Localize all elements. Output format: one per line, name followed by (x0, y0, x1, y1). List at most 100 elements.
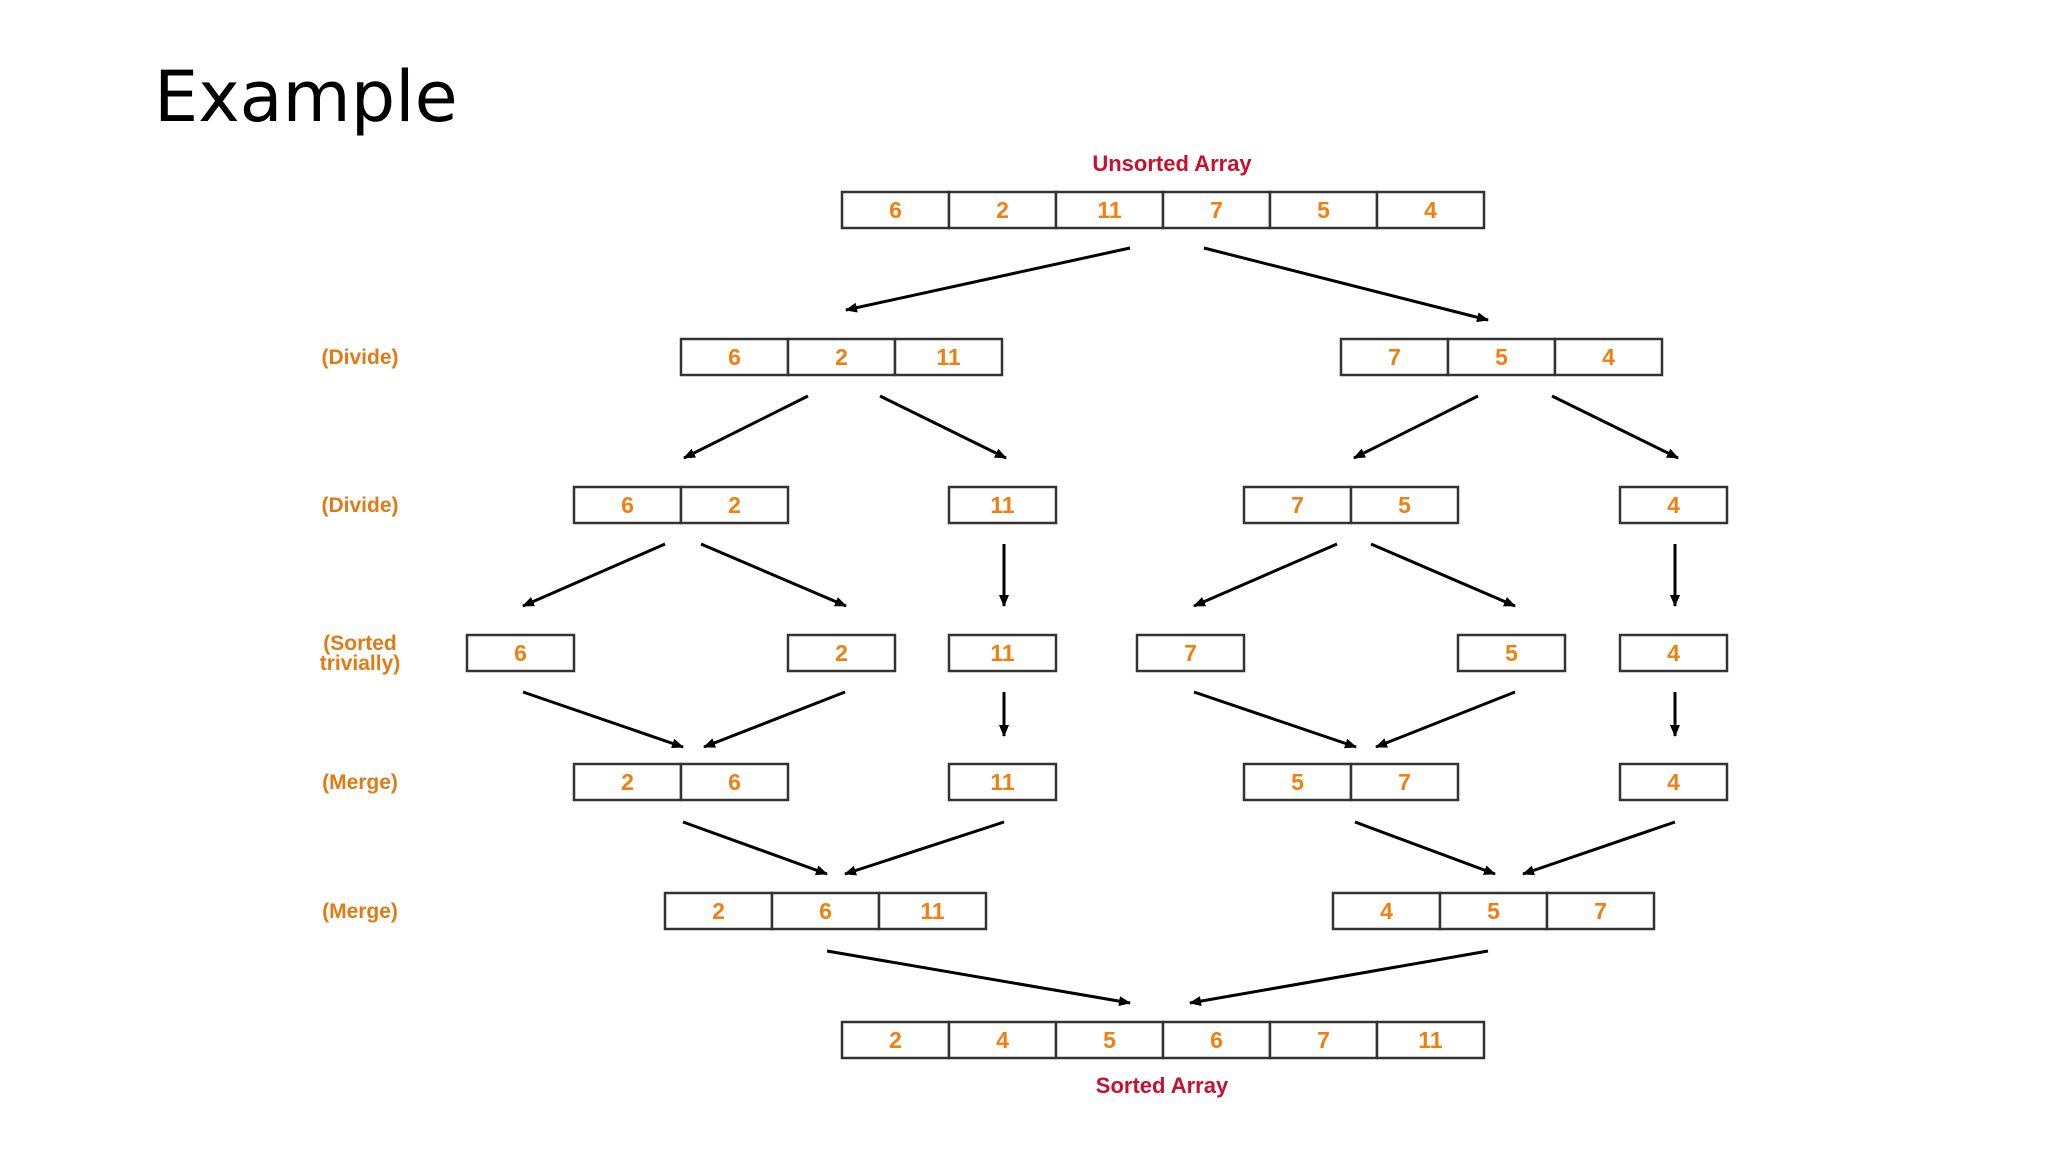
array-cell (1618, 633, 1729, 673)
array-cell-value: 11 (1097, 197, 1122, 223)
array-cell-value: 7 (1594, 898, 1607, 924)
step-label: (Merge) (322, 771, 398, 794)
array-cell-value: 2 (835, 344, 848, 370)
array-cell-value: 5 (1398, 492, 1411, 518)
array-cell-value: 6 (514, 640, 527, 666)
array-cell (1375, 190, 1486, 230)
array-cell-value: 11 (990, 769, 1015, 795)
array-cell-value: 2 (712, 898, 725, 924)
array-cell (679, 762, 790, 802)
array-cell-value: 4 (1667, 769, 1680, 795)
array-single-6: 6 (465, 633, 576, 673)
flow-arrow (1193, 690, 1357, 749)
array-cell-value: 2 (835, 640, 848, 666)
array-cell-value: 4 (1602, 344, 1615, 370)
array-cell-value: 11 (936, 344, 961, 370)
array-cell-value: 6 (728, 344, 741, 370)
array-cell-value: 4 (1424, 197, 1437, 223)
array-cell-value: 4 (1667, 640, 1680, 666)
array-cell-value: 7 (1388, 344, 1401, 370)
array-cell-value: 7 (1184, 640, 1197, 666)
array-cell (1268, 190, 1379, 230)
array-cell (1242, 762, 1353, 802)
array-cell (1545, 891, 1656, 931)
array-cell-value: 11 (920, 898, 945, 924)
flow-arrow (844, 820, 1005, 876)
array-cell-value: 5 (1495, 344, 1508, 370)
sorted-array-caption: Sorted Array (1096, 1073, 1229, 1098)
array-cell (1375, 1020, 1486, 1060)
array-cell-value: 6 (621, 492, 634, 518)
array-cell (1618, 485, 1729, 525)
array-cell (1349, 485, 1460, 525)
array-single-2: 2 (786, 633, 897, 673)
array-cell-value: 2 (728, 492, 741, 518)
step-label: (Divide) (321, 346, 398, 369)
flow-arrow (1353, 394, 1479, 460)
array-cell (786, 337, 897, 377)
array-cell-value: 6 (1210, 1027, 1223, 1053)
array-cell-value: 2 (621, 769, 634, 795)
array-single-5: 5 (1456, 633, 1567, 673)
array-cell-value: 6 (889, 197, 902, 223)
slide-title: Example (154, 56, 458, 138)
array-cell (1446, 337, 1557, 377)
step-label: (Divide) (321, 494, 398, 517)
array-cell-value: 6 (728, 769, 741, 795)
array-cell (1553, 337, 1664, 377)
array-merge1-b: 11 (947, 762, 1058, 802)
flow-arrow (703, 690, 846, 749)
array-cell (1456, 633, 1567, 673)
flow-arrow (1354, 820, 1496, 876)
array-divide1-right: 7 5 4 (1339, 337, 1664, 377)
array-cell-value: 11 (990, 640, 1015, 666)
array-merge1-d: 4 (1618, 762, 1729, 802)
array-cell-value: 4 (1380, 898, 1393, 924)
flow-arrow (1370, 542, 1516, 608)
array-cell (893, 337, 1004, 377)
flow-arrow (522, 542, 666, 608)
flow-arrow (1189, 949, 1489, 1007)
array-cell (770, 891, 881, 931)
array-cell (947, 762, 1058, 802)
array-cell-value: 11 (990, 492, 1015, 518)
flow-arrow (1203, 246, 1489, 323)
step-label: trivially) (320, 652, 401, 675)
unsorted-array-caption: Unsorted Array (1092, 151, 1252, 176)
array-cell (947, 633, 1058, 673)
array-cell-value: 4 (1667, 492, 1680, 518)
array-cell-value: 7 (1317, 1027, 1330, 1053)
array-unsorted: 6 2 11 7 5 4 (840, 190, 1486, 230)
flow-arrow (1522, 820, 1676, 876)
array-cell-value: 7 (1210, 197, 1223, 223)
array-cell (1054, 190, 1165, 230)
arrows-layer (522, 246, 1680, 1007)
array-cell-value: 4 (996, 1027, 1009, 1053)
array-cell (465, 633, 576, 673)
array-cell (786, 633, 897, 673)
array-merge2-left: 2 6 11 (663, 891, 988, 931)
flow-arrow (845, 246, 1131, 313)
array-cell (572, 485, 683, 525)
array-cell (947, 485, 1058, 525)
array-single-7: 7 (1135, 633, 1246, 673)
flow-arrow (1193, 542, 1338, 608)
array-cell-value: 6 (819, 898, 832, 924)
array-divide1-left: 6 2 11 (679, 337, 1004, 377)
array-cell (1339, 337, 1450, 377)
array-cell (663, 891, 774, 931)
array-cell-value: 2 (996, 197, 1009, 223)
array-cell-value: 5 (1317, 197, 1330, 223)
flow-arrow (682, 820, 828, 876)
flow-arrow (683, 394, 809, 460)
flow-arrow (700, 542, 847, 608)
array-divide2-b: 11 (947, 485, 1058, 525)
